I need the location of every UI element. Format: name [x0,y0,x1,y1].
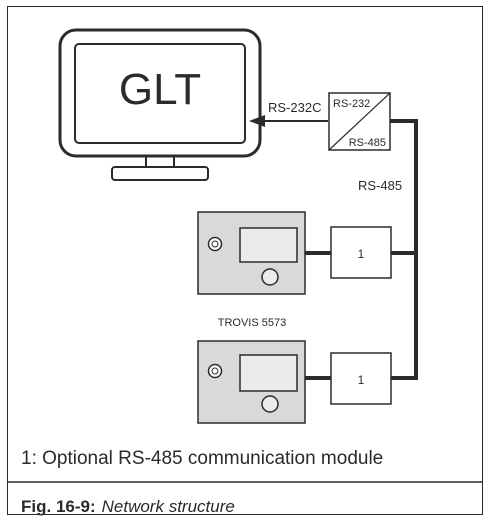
comm-module-lower [330,352,392,405]
figure-frame [7,6,483,515]
comm-module-upper [330,226,392,279]
monitor-label: GLT [119,65,201,114]
legend-text: 1: Optional RS-485 communication module [21,448,384,469]
figure-caption: Fig. 16-9: Network structure [21,497,235,517]
device-indicator-icon [207,363,223,379]
converter-top-label: RS-232 [333,98,370,110]
rs485-bus-label: RS-485 [358,178,402,193]
device-name-label: TROVIS 5573 [218,317,286,329]
monitor-neck [145,155,175,168]
device-display [239,354,298,392]
device-indicator-inner-icon [211,367,219,375]
device-indicator-inner-icon [211,240,219,248]
figure-number: Fig. 16-9: [21,497,96,516]
monitor [58,28,262,181]
comm-module-upper-label: 1 [358,247,365,261]
converter-diagonal [328,92,391,151]
converter-bottom-label: RS-485 [349,137,386,149]
bus-main-line [390,119,418,380]
monitor-screen [74,43,246,144]
device-indicator-icon [207,236,223,252]
rs232c-label: RS-232C [268,100,321,115]
rs485-bus [390,119,418,380]
arrow-head-icon [249,115,265,127]
monitor-stand [111,166,209,181]
controller-device-upper [197,211,306,295]
figure-title: Network structure [101,497,235,516]
comm-module-lower-label: 1 [358,373,365,387]
device-display [239,227,298,263]
device-knob-icon [261,268,279,286]
controller-device-lower [197,340,306,424]
device-knob-icon [261,395,279,413]
